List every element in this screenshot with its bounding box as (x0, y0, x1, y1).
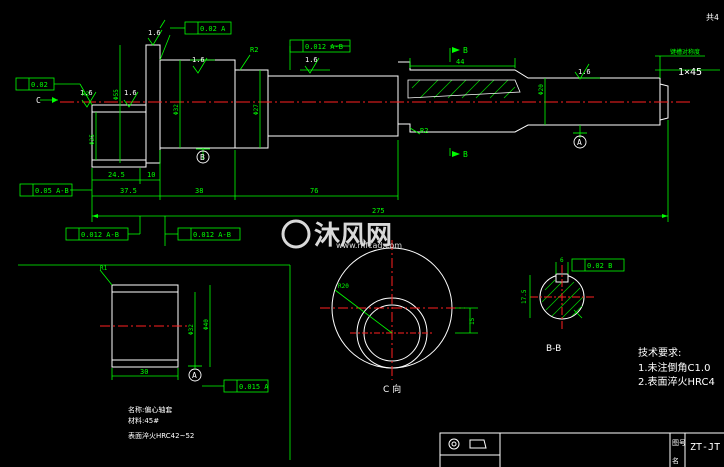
tol-bottom-runout-1: 0.012 A-B (81, 231, 119, 239)
part-material: 材料:45# (128, 416, 159, 425)
dim-10: 10 (147, 171, 155, 179)
bb-view-title: B-B (546, 344, 561, 354)
dim-76: 76 (310, 187, 318, 195)
dim-r2b: R2 (420, 127, 428, 135)
c-arrow-label: C (36, 96, 41, 105)
tech-title: 技术要求: (638, 346, 681, 359)
dim-chamfer: 1×45 (678, 67, 702, 78)
keyway-hatch (407, 79, 521, 99)
dim-275: 275 (372, 207, 385, 215)
dim-38: 38 (195, 187, 203, 195)
section-b-top: B (463, 46, 468, 55)
datum-a-sleeve: A (192, 371, 197, 380)
datum-symbols (188, 132, 587, 382)
title-block-cell-a: 图号 (672, 439, 686, 447)
tol-left-runout: 0.05 A-B (35, 187, 69, 195)
part-name: 名称:偏心轴套 (128, 405, 172, 414)
dim-24-5: 24.5 (108, 171, 125, 179)
watermark-url: www.mfcad.com (336, 241, 402, 250)
sleeve-view (18, 264, 291, 460)
dim-d55: Φ55 (113, 89, 120, 100)
c-view-title: C 向 (383, 383, 401, 395)
tol-mid-runout: 0.012 A-B (305, 43, 343, 51)
section-b-bottom: B (463, 150, 468, 159)
tech-item-2: 2.表面淬火HRC4 (638, 375, 715, 388)
datum-a-label: A (577, 138, 582, 147)
dim-d20: Φ20 (538, 84, 545, 95)
tech-item-1: 1.未注倒角C1.0 (638, 361, 710, 374)
dim-r2c: R2 (82, 91, 90, 98)
key-width: 6 (560, 257, 564, 264)
sleeve-dim-30: 30 (140, 368, 148, 376)
sleeve-dim-d40: Φ40 (203, 319, 210, 330)
c-view (320, 240, 478, 380)
dim-37-5: 37.5 (120, 187, 137, 195)
sleeve-dim-r1: R1 (100, 265, 108, 272)
dim-d27: Φ27 (253, 104, 260, 115)
dim-r2a: R2 (250, 46, 258, 54)
roughness-2: 1.6 (192, 56, 205, 64)
tol-key-symmetry: 0.02 B (587, 262, 612, 270)
roughness-3: 1.6 (305, 56, 318, 64)
part-hardening: 表面淬火HRC42~52 (128, 431, 194, 440)
tol-top-runout: 0.02 A (200, 25, 226, 33)
keyway-note: 键槽对称度 (670, 48, 700, 56)
roughness-6: 1.6 (124, 89, 137, 97)
drawing-text: 共4 0.02 A 0.02 0.012 A-B 0.05 A-B 0.012 … (31, 13, 720, 465)
title-block (439, 432, 724, 467)
key-depth: 17.5 (521, 289, 528, 304)
tolerance-frames (15, 21, 625, 393)
tol-bottom-runout-2: 0.012 A-B (193, 231, 231, 239)
roughness-1: 1.6 (148, 29, 161, 37)
watermark: 沐风网 www.mfcad.com (281, 219, 402, 251)
cam-15: 15 (469, 317, 476, 325)
bb-section (529, 262, 594, 330)
watermark-brand: 沐风网 (314, 221, 392, 251)
dim-d32: Φ32 (173, 104, 180, 115)
datum-b-label: B (200, 153, 205, 162)
watermark-logo-icon (281, 219, 311, 249)
header-corner-text: 共4 (706, 13, 719, 22)
sleeve-dim-d32: Φ32 (188, 324, 195, 335)
roughness-4: 1.6 (578, 68, 591, 76)
dim-d25: Φ25 (89, 134, 96, 145)
tol-left-cyl: 0.02 (31, 81, 48, 89)
cam-r20: R20 (338, 283, 349, 290)
dim-44: 44 (456, 58, 464, 66)
roughness-5: 1.6 (80, 89, 93, 97)
title-block-cell-b: 名 (672, 456, 679, 465)
arrowheads (52, 47, 668, 218)
roughness-symbols (81, 29, 590, 108)
title-block-code: ZT-JT (690, 442, 720, 453)
tol-sleeve-runout: 0.015 A (239, 383, 269, 391)
